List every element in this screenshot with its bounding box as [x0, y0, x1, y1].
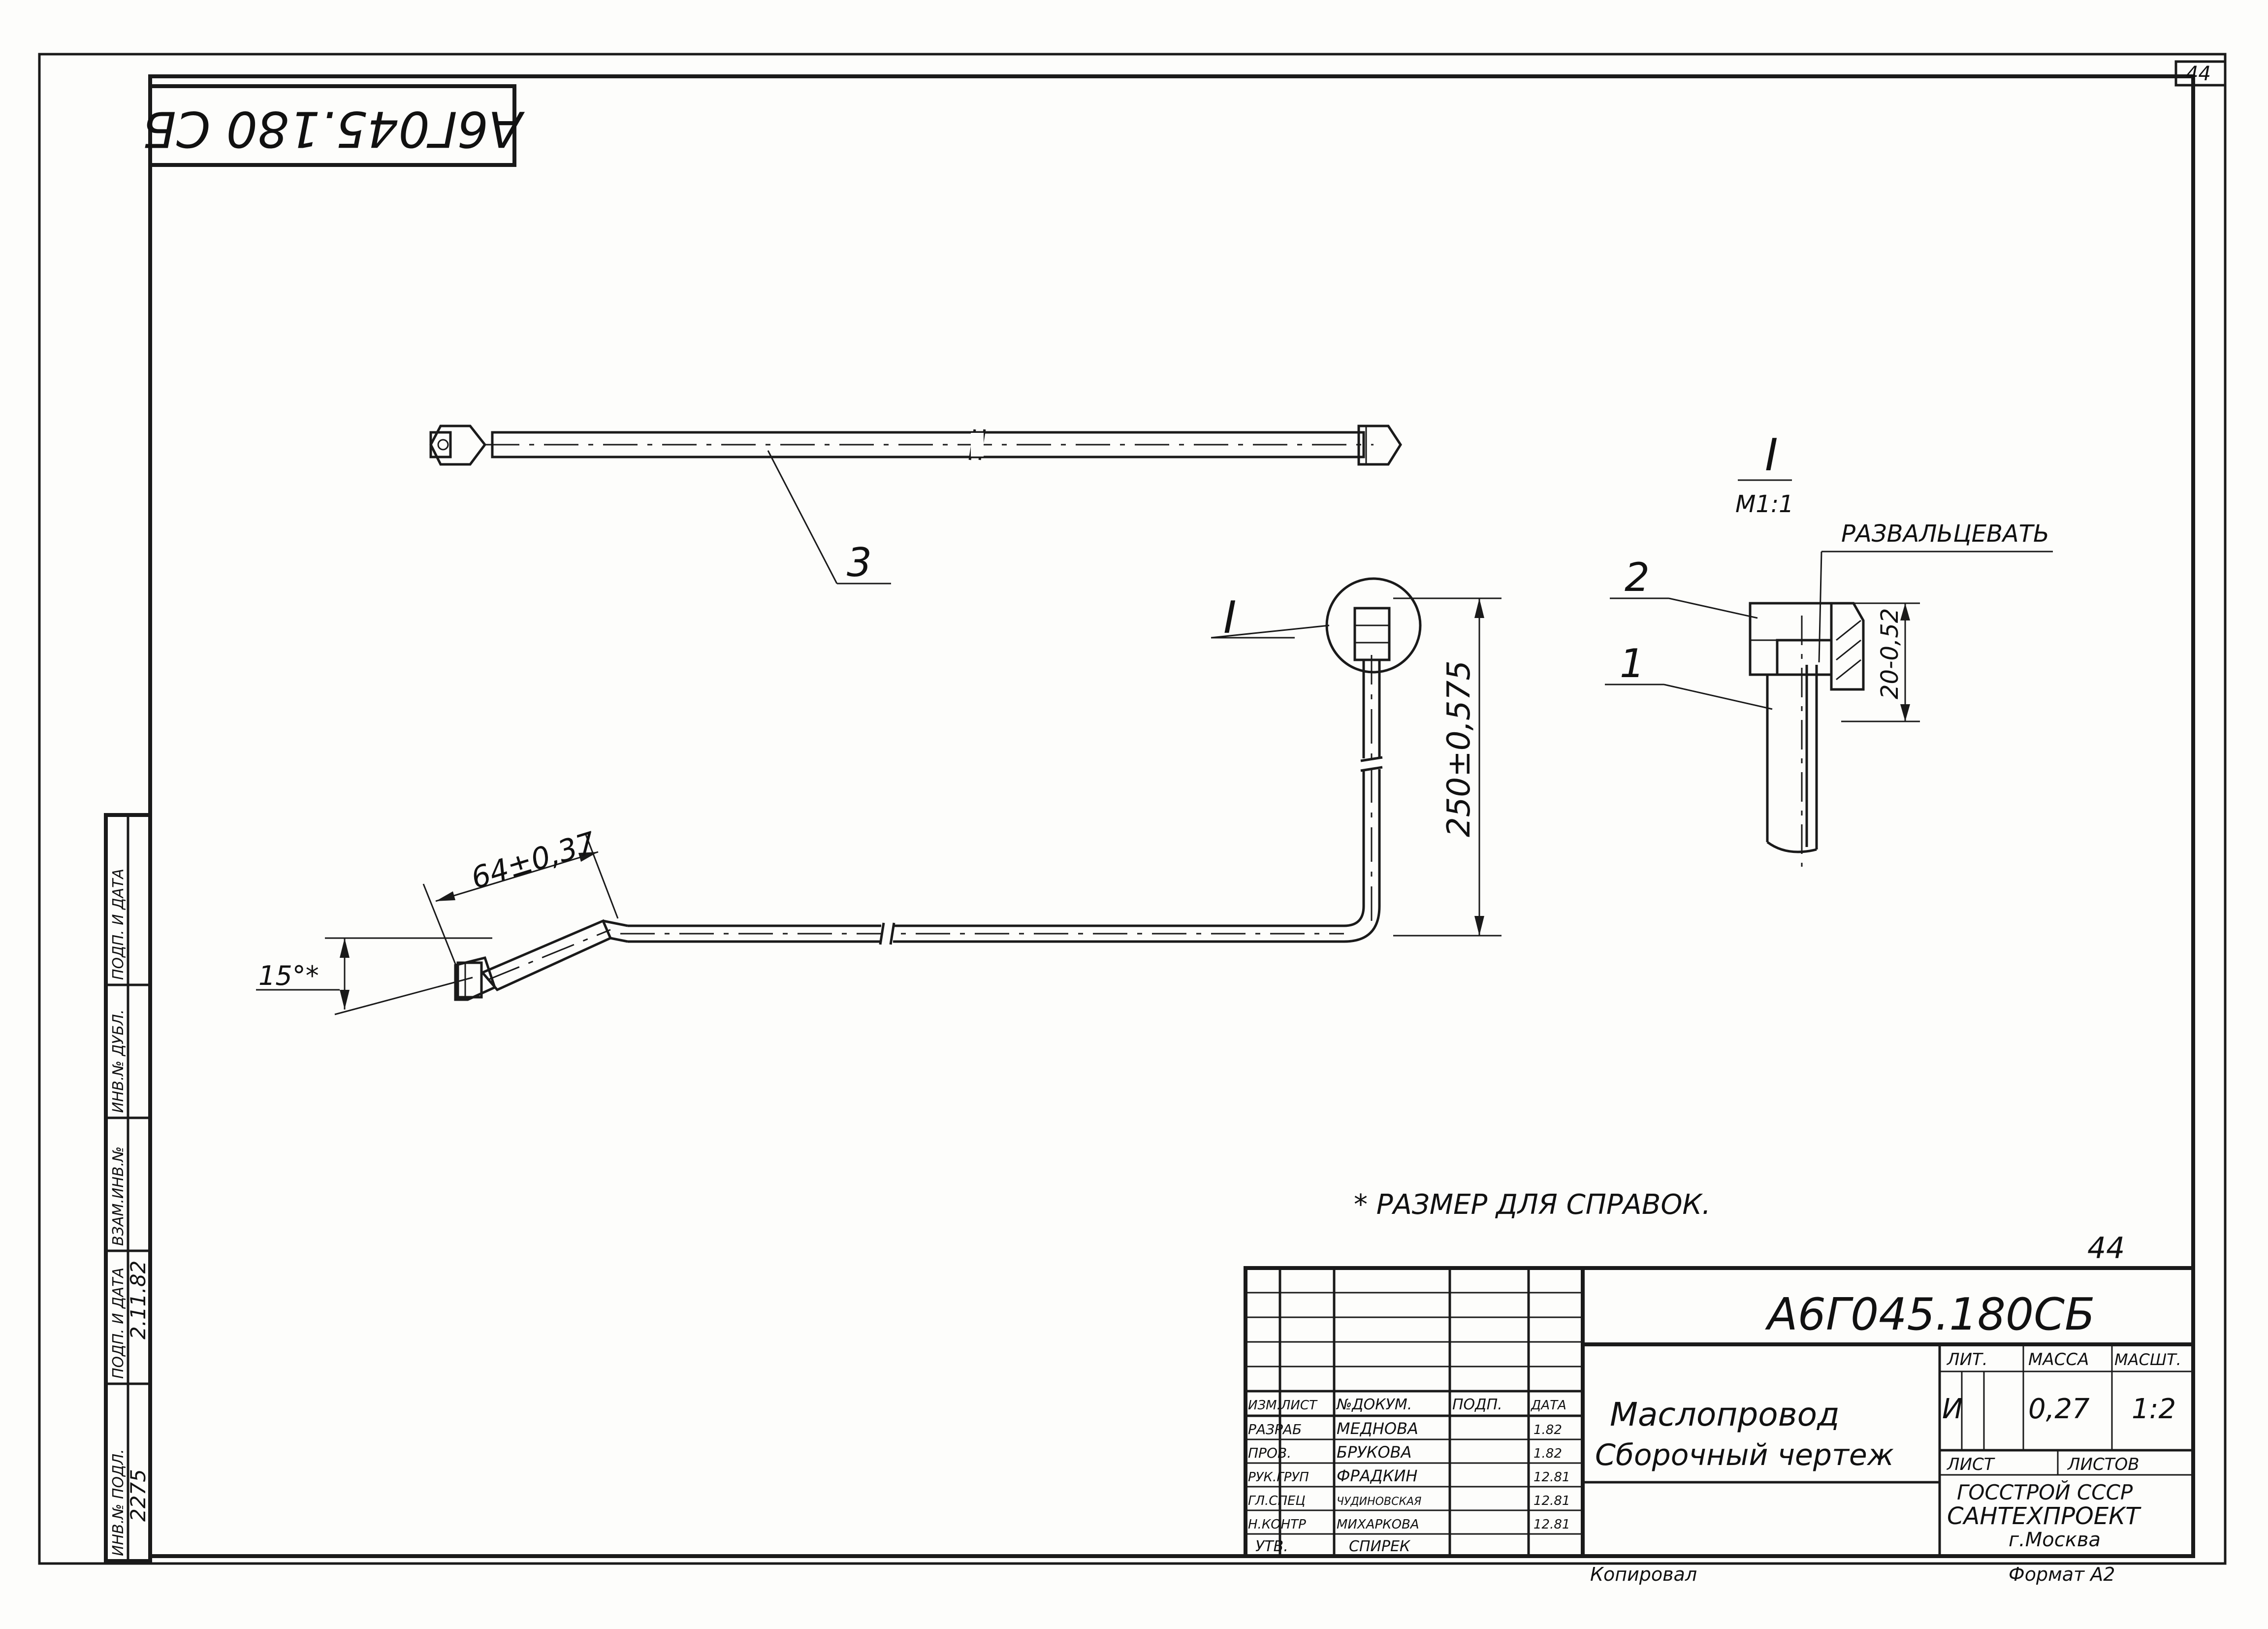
- name-4: МИХАРКОВА: [1337, 1517, 1419, 1532]
- org-line-3: г.Москва: [2009, 1529, 2101, 1551]
- side-header-3: ИНВ.№ ДУБЛ.: [110, 1010, 127, 1113]
- header-sign: ПОДП.: [1452, 1396, 1502, 1413]
- callout-part-3: 3: [767, 450, 891, 586]
- name-2: ФРАДКИН: [1337, 1466, 1417, 1485]
- page-number: 44: [2186, 63, 2211, 85]
- drawing-subtitle: Сборочный чертеж: [1595, 1438, 1894, 1472]
- mass-header: МАССА: [2028, 1350, 2089, 1369]
- header-date: ДАТА: [1531, 1398, 1566, 1413]
- sheet-outer-frame: [38, 53, 2227, 1565]
- dimension-vertical: 250±0,575: [1393, 597, 1501, 937]
- drawing-code: А6Г045.180СБ: [1765, 1289, 2095, 1340]
- detail-view-note: РАЗВАЛЬЦЕВАТЬ: [1841, 520, 2049, 548]
- side-header-0: ИНВ.№ ПОДЛ.: [110, 1449, 127, 1556]
- role-2: РУК.ГРУП: [1248, 1470, 1309, 1485]
- date-4: 12.81: [1533, 1517, 1570, 1532]
- date-0: 1.82: [1533, 1423, 1562, 1437]
- dimension-vertical-label: 250±0,575: [1441, 660, 1477, 837]
- date-2: 12.81: [1533, 1470, 1570, 1485]
- pipe-bent-assembly: [454, 577, 1422, 1001]
- format-label: Формат А2: [2009, 1564, 2115, 1585]
- pipe-straight-part-3: [429, 424, 1402, 466]
- side-header-4: ПОДП. И ДАТА: [110, 869, 127, 980]
- drawing-title: Маслопровод: [1610, 1396, 1840, 1434]
- date-3: 12.81: [1533, 1494, 1570, 1508]
- side-header-2: ВЗАМ.ИНВ.№: [110, 1146, 127, 1246]
- sheet-header: ЛИСТ: [1946, 1455, 1995, 1474]
- header-doc: №ДОКУМ.: [1336, 1396, 1412, 1413]
- name-5: СПИРЕК: [1349, 1538, 1411, 1555]
- scale-value: 1:2: [2132, 1393, 2176, 1425]
- rotated-drawing-code: А6Г045.180 СБ: [142, 100, 525, 158]
- name-3: ЧУДИНОВСКАЯ: [1337, 1496, 1421, 1508]
- dimension-angle: 15°*: [256, 937, 492, 1015]
- callout-detail-ref: I: [1211, 592, 1330, 644]
- detail-view-dimension: 20-0,52: [1876, 608, 1904, 699]
- copied-label: Копировал: [1590, 1564, 1697, 1585]
- callout-label-2: 2: [1625, 554, 1650, 600]
- scale-header: МАСШТ.: [2114, 1350, 2181, 1369]
- detail-view-scale: М1:1: [1735, 490, 1794, 518]
- dimension-straight-label: 64±0,37: [467, 825, 600, 896]
- name-0: МЕДНОВА: [1337, 1419, 1418, 1438]
- page-number-mark: 44: [2087, 1231, 2125, 1266]
- role-4: Н.КОНТР: [1248, 1517, 1306, 1532]
- name-1: БРУКОВА: [1337, 1443, 1412, 1462]
- role-5: УТВ.: [1255, 1538, 1288, 1555]
- callout-label-3: 3: [847, 540, 872, 586]
- header-izm: ИЗМ.ЛИСТ: [1248, 1398, 1318, 1413]
- role-0: РАЗРАБ: [1248, 1421, 1302, 1437]
- detail-view-label: I: [1765, 429, 1778, 481]
- date-1: 1.82: [1533, 1446, 1562, 1461]
- mass-value: 0,27: [2028, 1393, 2090, 1425]
- lit-header: ЛИТ.: [1946, 1350, 1988, 1369]
- side-date-value: 2.11.82: [126, 1261, 150, 1339]
- dimension-angle-label: 15°*: [258, 960, 319, 991]
- title-block: [1244, 1266, 2195, 1558]
- reference-note: * РАЗМЕР ДЛЯ СПРАВОК.: [1354, 1189, 1711, 1221]
- page-number-box: [2174, 60, 2227, 87]
- side-stamp: [104, 813, 152, 1563]
- detail-ref-label: I: [1223, 592, 1237, 644]
- sheets-header: ЛИСТОВ: [2067, 1455, 2140, 1474]
- role-3: ГЛ.СПЕЦ: [1248, 1494, 1306, 1508]
- side-inv-value: 2275: [126, 1469, 150, 1522]
- org-line-2: САНТЕХПРОЕКТ: [1947, 1502, 2141, 1530]
- org-line-1: ГОССТРОЙ СССР: [1957, 1480, 2133, 1504]
- role-1: ПРОВ.: [1248, 1445, 1291, 1461]
- side-header-1: ПОДП. И ДАТА: [110, 1268, 127, 1379]
- callout-label-1: 1: [1620, 641, 1645, 686]
- lit-value: И: [1942, 1393, 1963, 1425]
- rotated-code-box: [148, 84, 516, 167]
- detail-view: I М1:1 РАЗВАЛЬЦЕВАТЬ 20-0,52 2 1: [1605, 429, 2053, 867]
